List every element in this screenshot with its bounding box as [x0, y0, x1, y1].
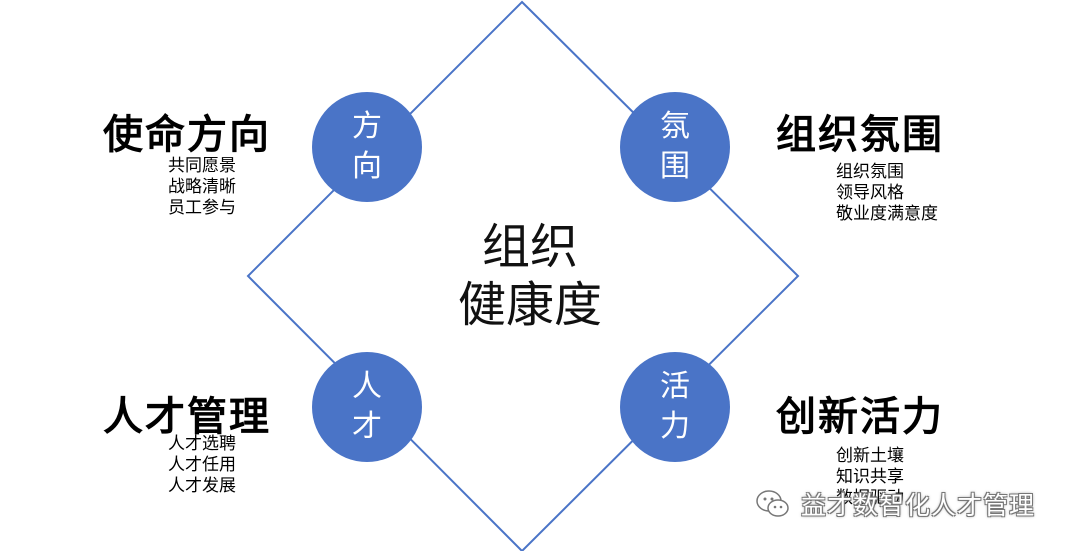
node-talent-line1: 人 — [352, 369, 382, 404]
center-title: 组织 健康度 — [430, 218, 630, 334]
watermark: 益才数智化人才管理 — [755, 484, 1035, 524]
node-climate-line1: 氛 — [660, 109, 690, 144]
section-title-mission: 使命方向 — [103, 112, 271, 158]
node-climate-line2: 围 — [660, 149, 690, 184]
list-item: 数据驱动 — [836, 488, 904, 508]
list-item: 员工参与 — [168, 198, 236, 218]
section-title-climate: 组织氛围 — [776, 112, 944, 158]
list-item: 共同愿景 — [168, 156, 236, 176]
list-item: 敬业度满意度 — [836, 204, 938, 224]
node-direction: 方 向 — [312, 92, 422, 202]
node-talent: 人 才 — [312, 352, 422, 462]
list-item: 战略清晰 — [168, 177, 236, 197]
node-vitality: 活 力 — [620, 352, 730, 462]
node-direction-line1: 方 — [352, 109, 382, 144]
list-item: 组织氛围 — [836, 162, 904, 182]
center-title-line1: 组织 — [481, 219, 578, 275]
section-items-vitality: 创新土壤 知识共享 数据驱动 — [836, 446, 904, 509]
list-item: 人才发展 — [168, 476, 236, 496]
node-vitality-line1: 活 — [660, 369, 690, 404]
watermark-text: 益才数智化人才管理 — [801, 491, 1036, 520]
list-item: 创新土壤 — [836, 446, 904, 466]
node-climate: 氛 围 — [620, 92, 730, 202]
section-items-mission: 共同愿景 战略清晰 员工参与 — [168, 156, 236, 219]
node-vitality-line2: 力 — [660, 409, 690, 444]
list-item: 人才选聘 — [168, 434, 236, 454]
center-title-line2: 健康度 — [457, 277, 602, 333]
list-item: 知识共享 — [836, 467, 904, 487]
section-title-vitality: 创新活力 — [776, 394, 944, 440]
wechat-icon — [756, 490, 789, 517]
section-items-climate: 组织氛围 领导风格 敬业度满意度 — [836, 162, 938, 225]
section-title-talent: 人才管理 — [103, 394, 271, 440]
list-item: 人才任用 — [168, 455, 236, 475]
node-talent-line2: 才 — [352, 409, 382, 444]
list-item: 领导风格 — [836, 183, 904, 203]
node-direction-line2: 向 — [352, 149, 382, 184]
section-items-talent: 人才选聘 人才任用 人才发展 — [168, 434, 236, 497]
